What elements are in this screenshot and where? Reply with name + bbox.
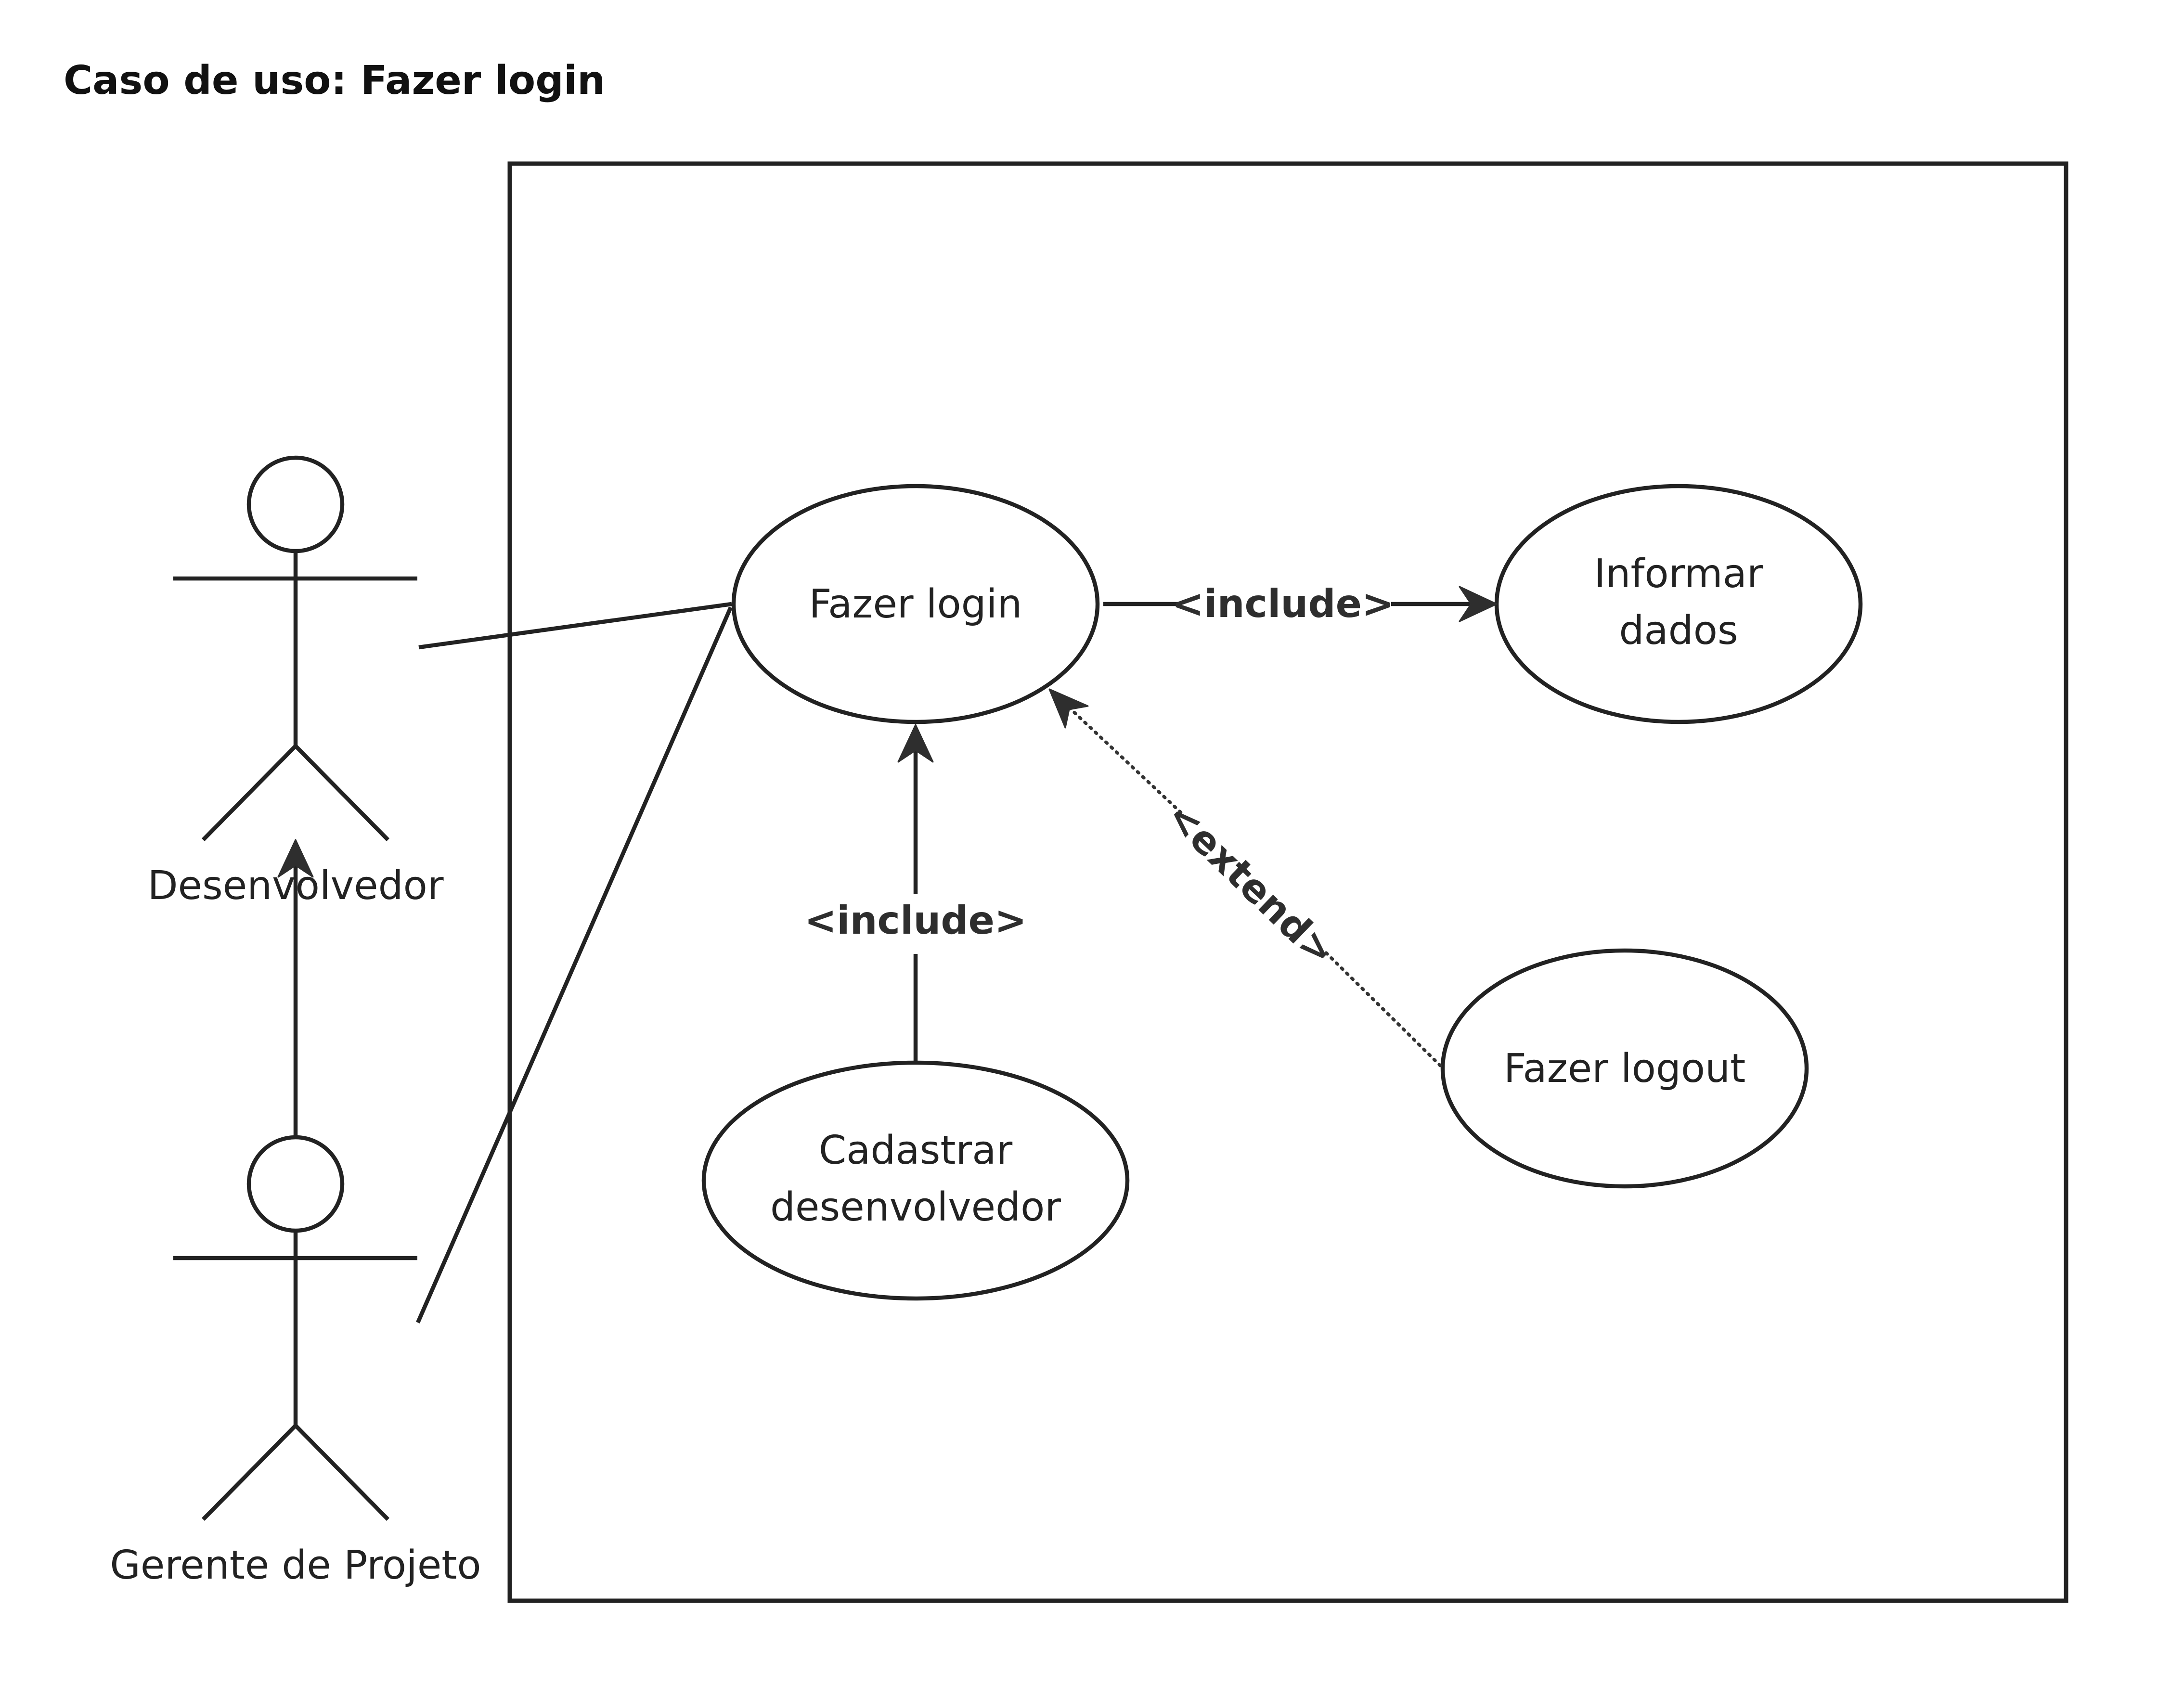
use-case-label-line2: dados xyxy=(1619,608,1738,654)
actor-left-leg xyxy=(201,745,297,841)
actor-desenvolvedor[interactable] xyxy=(173,455,417,841)
use-case-fazer-logout[interactable]: Fazer logout xyxy=(1440,948,1809,1189)
extend-relation-logout: <extend> xyxy=(1048,688,1443,1068)
extend-arrowhead xyxy=(1048,688,1089,729)
include-label: <include> xyxy=(804,898,1027,943)
use-case-fazer-login[interactable]: Fazer login xyxy=(731,484,1100,724)
use-case-informar-dados[interactable]: Informar dados xyxy=(1494,484,1863,724)
actor-gerente-de-projeto[interactable] xyxy=(173,1135,417,1521)
use-case-cadastrar-desenvolvedor[interactable]: Cadastrar desenvolvedor xyxy=(701,1060,1130,1301)
include-arrowhead xyxy=(897,724,934,763)
actor-left-leg xyxy=(201,1424,297,1521)
actor-label-desenvolvedor: Desenvolvedor xyxy=(147,863,443,909)
association-gerente-login xyxy=(416,606,733,1324)
actor-right-leg xyxy=(294,1424,390,1521)
association-desenvolvedor-login xyxy=(418,602,732,650)
actor-head xyxy=(246,1135,345,1233)
generalization-arrowhead xyxy=(277,839,314,878)
actor-head xyxy=(246,455,345,553)
include-label: <include> xyxy=(1172,581,1394,626)
include-arrowhead xyxy=(1459,586,1498,622)
use-case-label-line1: Informar xyxy=(1594,551,1763,597)
actor-right-leg xyxy=(294,745,390,841)
extend-label: <extend> xyxy=(1158,793,1344,975)
diagram-title: Caso de uso: Fazer login xyxy=(64,58,605,103)
extend-line-upper xyxy=(1062,701,1184,815)
use-case-label-line2: desenvolvedor xyxy=(770,1184,1061,1230)
include-relation-cadastrar: <include> xyxy=(804,724,1027,1061)
use-case-ellipse xyxy=(701,1060,1130,1301)
use-case-label: Fazer login xyxy=(809,581,1022,627)
actor-generalization-arrow xyxy=(277,839,314,1137)
use-case-ellipse xyxy=(1494,484,1863,724)
use-case-ellipse xyxy=(1440,948,1809,1189)
use-case-label: Fazer logout xyxy=(1504,1046,1745,1092)
use-case-ellipse xyxy=(731,484,1100,724)
extend-line-lower xyxy=(1324,951,1443,1068)
include-relation-informar-dados: <include> xyxy=(1103,581,1498,626)
actor-label-gerente: Gerente de Projeto xyxy=(110,1543,481,1588)
system-boundary xyxy=(507,161,2068,1603)
use-case-label-line1: Cadastrar xyxy=(819,1128,1013,1173)
